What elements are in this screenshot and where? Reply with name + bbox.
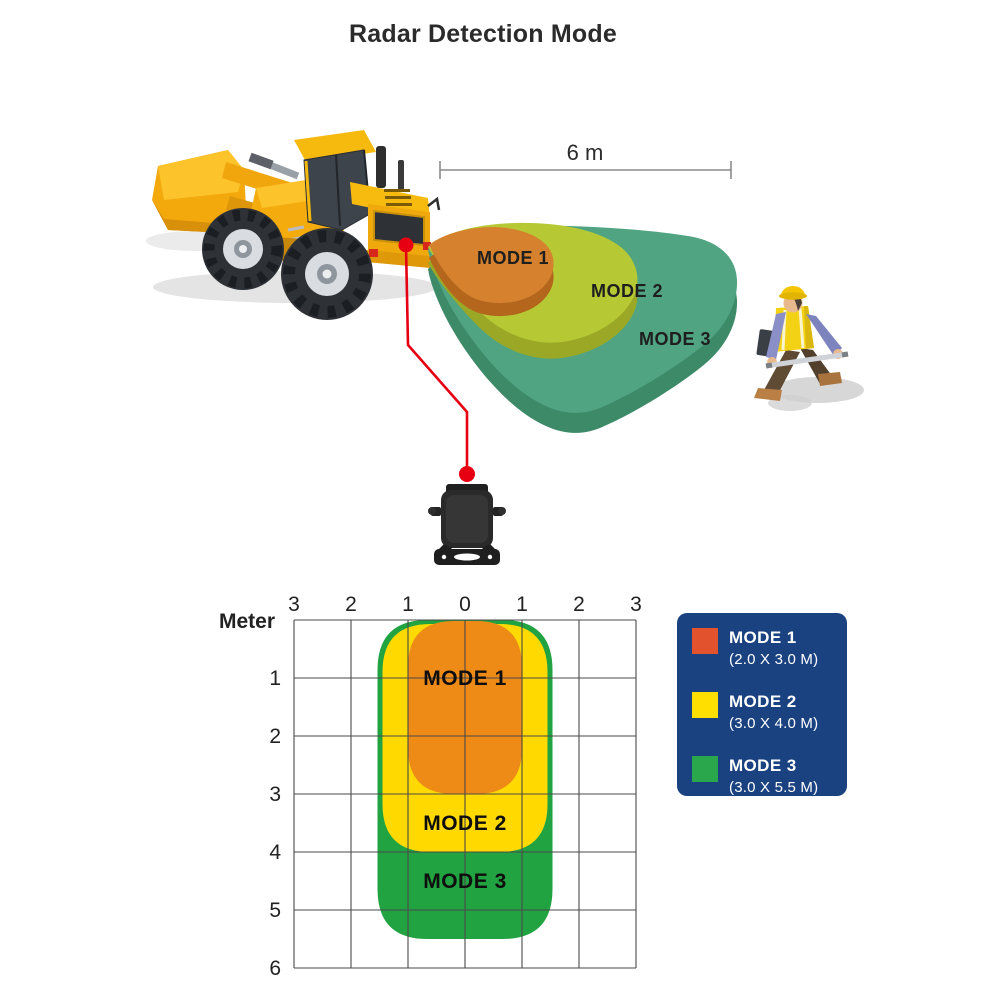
loader-bucket-icon — [152, 150, 246, 233]
chart-mode2-label: MODE 2 — [423, 812, 507, 835]
y-tick: 6 — [269, 957, 281, 980]
legend-mode3-dimensions: (3.0 X 5.5 M) — [729, 779, 819, 796]
connector-dot-sensor — [459, 466, 475, 482]
y-tick: 2 — [269, 725, 281, 748]
mode3-swatch-icon — [692, 756, 718, 782]
legend-mode1-dimensions: (2.0 X 3.0 M) — [729, 651, 819, 668]
page-title: Radar Detection Mode — [349, 20, 617, 48]
mode1-swatch-icon — [692, 628, 718, 654]
y-tick: 1 — [269, 667, 281, 690]
y-tick: 5 — [269, 899, 281, 922]
x-tick: 2 — [345, 593, 357, 616]
mode1-zone-top — [429, 227, 554, 304]
mode2-zone-label: MODE 2 — [591, 281, 663, 301]
x-axis-ticks: 3 2 1 0 1 2 3 — [288, 593, 642, 616]
legend-item-mode1: MODE 1 (2.0 X 3.0 M) — [692, 628, 847, 669]
distance-label: 6 m — [567, 140, 604, 165]
chart-mode1-label: MODE 1 — [423, 667, 507, 690]
x-tick: 3 — [288, 593, 300, 616]
loader-rear-wheel-icon — [281, 228, 373, 320]
connector-dot-loader — [398, 237, 414, 253]
distance-measure: 6 m — [439, 140, 732, 179]
worker-illustration — [754, 286, 864, 411]
x-tick: 1 — [402, 593, 414, 616]
x-tick: 3 — [630, 593, 642, 616]
grid-lines — [293, 619, 637, 969]
mode1-zone-label: MODE 1 — [477, 248, 549, 268]
chart-mode3-label: MODE 3 — [423, 870, 507, 893]
legend-mode1-label: MODE 1 — [729, 628, 797, 647]
y-tick: 3 — [269, 783, 281, 806]
loader-front-wheel-icon — [202, 208, 284, 290]
loader-cab-icon — [294, 130, 376, 231]
y-axis-ticks: 1 2 3 4 5 6 — [269, 667, 281, 980]
x-tick: 1 — [516, 593, 528, 616]
mode3-zone-label: MODE 3 — [639, 329, 711, 349]
x-tick: 2 — [573, 593, 585, 616]
legend-mode3-label: MODE 3 — [729, 756, 797, 775]
radar-sensor-icon — [428, 484, 506, 565]
mode-legend: MODE 1 (2.0 X 3.0 M) MODE 2 (3.0 X 4.0 M… — [677, 613, 847, 796]
legend-item-mode3: MODE 3 (3.0 X 5.5 M) — [692, 756, 847, 797]
detection-grid-chart: MODE 1 MODE 2 MODE 3 Meter 3 2 1 0 1 2 3… — [219, 593, 642, 980]
mode2-swatch-icon — [692, 692, 718, 718]
axis-unit-label: Meter — [219, 610, 275, 633]
legend-mode2-dimensions: (3.0 X 4.0 M) — [729, 715, 819, 732]
legend-item-mode2: MODE 2 (3.0 X 4.0 M) — [692, 692, 847, 733]
detection-zones-isometric: MODE 1 MODE 2 MODE 3 — [428, 222, 738, 433]
sensor-connector — [398, 237, 475, 482]
wheel-loader-illustration — [146, 130, 441, 320]
x-tick: 0 — [459, 593, 471, 616]
legend-mode2-label: MODE 2 — [729, 692, 797, 711]
y-tick: 4 — [269, 841, 281, 864]
